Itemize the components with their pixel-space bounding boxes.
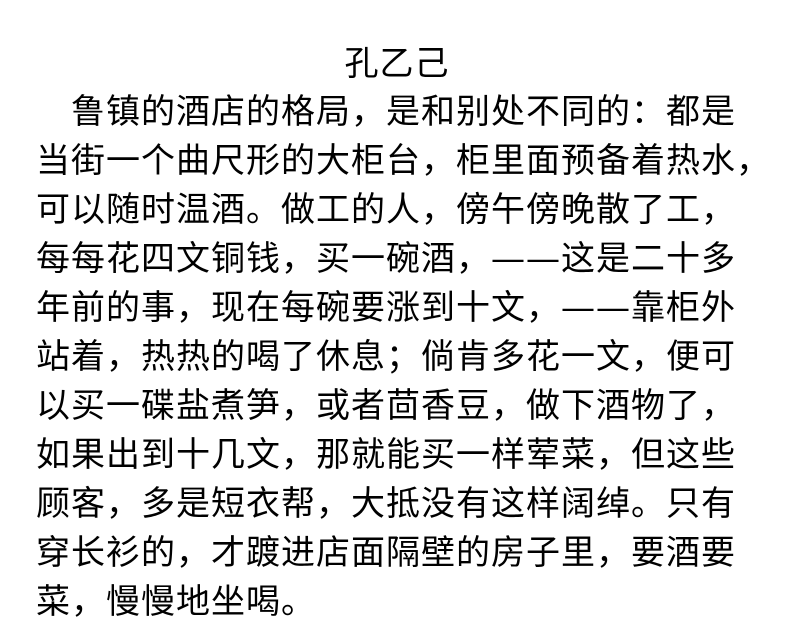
text-line: 当街一个曲尺形的大柜台，柜里面预备着热水， (36, 141, 771, 181)
text-line: 菜，慢慢地坐喝。 (36, 582, 316, 622)
text-line: 年前的事，现在每碗要涨到十文，——靠柜外 (36, 288, 736, 328)
text-line: 如果出到十几文，那就能买一样荤菜，但这些 (36, 435, 736, 475)
text-line: 可以随时温酒。做工的人，傍午傍晚散了工， (36, 190, 736, 230)
text-line: 穿长衫的，才踱进店面隔壁的房子里，要酒要 (36, 533, 736, 573)
text-line: 以买一碟盐煮笋，或者茴香豆，做下酒物了， (36, 386, 736, 426)
body-text: 鲁镇的酒店的格局，是和别处不同的：都是 当街一个曲尺形的大柜台，柜里面预备着热水… (36, 92, 776, 631)
text-line: 鲁镇的酒店的格局，是和别处不同的：都是 (36, 92, 736, 132)
page-title: 孔乙己 (344, 44, 450, 84)
text-line: 每每花四文铜钱，买一碗酒，——这是二十多 (36, 239, 736, 279)
text-line: 站着，热热的喝了休息；倘肯多花一文，便可 (36, 337, 736, 377)
text-line: 顾客，多是短衣帮，大抵没有这样阔绰。只有 (36, 484, 736, 524)
slide: 孔乙己 鲁镇的酒店的格局，是和别处不同的：都是 当街一个曲尺形的大柜台，柜里面预… (36, 44, 770, 622)
